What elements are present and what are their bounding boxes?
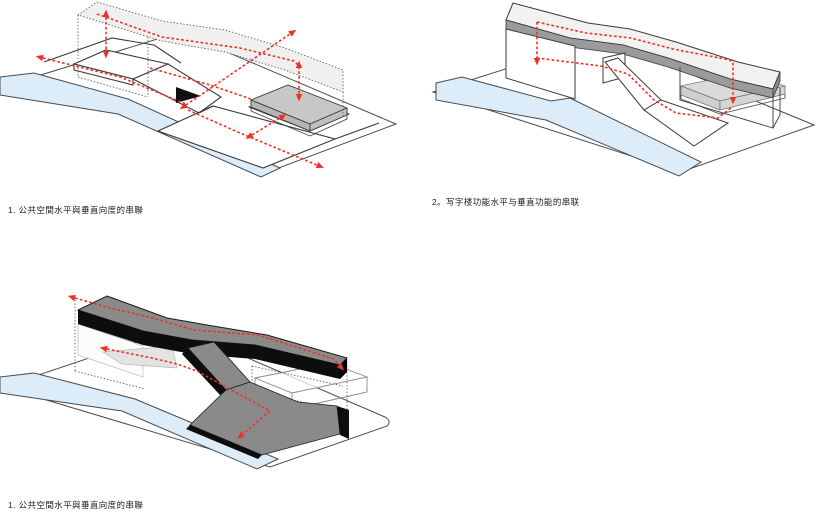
- circulation-path: [42, 57, 187, 105]
- envelope-base-edge: [77, 76, 149, 98]
- river: [0, 72, 282, 178]
- circulation-path: [106, 348, 272, 435]
- building-mass: [505, 2, 787, 147]
- circulation-arrowhead: [295, 94, 303, 102]
- envelope-edge: [251, 365, 344, 387]
- curb-line: [334, 122, 380, 140]
- circulation-arrowhead: [295, 60, 303, 68]
- circulation-arrowhead: [237, 431, 246, 439]
- ramp-fascia-black: [182, 348, 226, 395]
- right-block-cap-outline: [772, 88, 781, 129]
- circulation-path: [251, 117, 281, 136]
- plaza-edge-line: [198, 105, 214, 114]
- circulation-arrowhead: [533, 58, 541, 66]
- circulation-arrowhead: [245, 132, 254, 139]
- plaza-fascia-black: [337, 406, 349, 439]
- building-base: [43, 37, 380, 169]
- circulation-arrowheads: [67, 294, 345, 439]
- circulation-arrowhead: [336, 362, 345, 371]
- figure-1-caption: 1. 公共空間水平與垂直向度的串聯: [8, 205, 144, 215]
- mid-deck-edge: [73, 63, 134, 86]
- circulation-arrowhead: [35, 54, 44, 62]
- circulation-path: [185, 33, 291, 106]
- circulation-arrowhead: [729, 97, 737, 105]
- circulation-layer: [74, 297, 339, 435]
- envelope-base-edge: [251, 390, 344, 412]
- circulation-arrowhead: [102, 9, 110, 17]
- circulation-layer: [536, 21, 734, 119]
- circulation-path: [536, 57, 732, 119]
- right-block-outline: [679, 67, 774, 129]
- interior-slab-underline: [680, 94, 786, 115]
- plaza-edge-black: [186, 425, 262, 459]
- circulation-arrowhead: [315, 162, 324, 168]
- roof-cap-black: [340, 358, 347, 379]
- axon-diagram-3: [0, 294, 390, 470]
- circulation-arrowheads: [35, 9, 324, 168]
- envelope-wireframe: [76, 1, 344, 116]
- building-mass: [76, 295, 349, 459]
- podium: [247, 84, 351, 137]
- left-block-face: [505, 28, 576, 100]
- circulation-arrowhead: [102, 51, 110, 59]
- figure-2-caption: 2。写字楼功能水平与垂直功能的串联: [432, 197, 580, 207]
- circulation-arrowhead: [67, 294, 76, 302]
- circulation-arrowheads: [533, 58, 737, 105]
- podium-underlines: [250, 107, 348, 137]
- circulation-arrowhead: [288, 29, 297, 37]
- axon-diagram-1: [0, 1, 398, 178]
- back-wall-line: [43, 37, 182, 64]
- circulation-arrowhead: [179, 102, 188, 110]
- river: [435, 76, 703, 177]
- river: [0, 372, 280, 470]
- circulation-arrowhead: [99, 345, 108, 353]
- plaza: [643, 99, 730, 147]
- circulation-path: [536, 21, 734, 97]
- stair-wedge: [176, 87, 201, 103]
- circulation-arrowhead: [278, 114, 287, 121]
- envelope-base-edge: [74, 370, 146, 390]
- circulation-path: [74, 297, 339, 365]
- figure-3-caption: 1. 公共空間水平與垂直向度的串聯: [8, 500, 144, 510]
- axon-diagram-2: [431, 2, 816, 177]
- circulation-layer: [42, 13, 318, 166]
- circulation-path: [149, 67, 252, 100]
